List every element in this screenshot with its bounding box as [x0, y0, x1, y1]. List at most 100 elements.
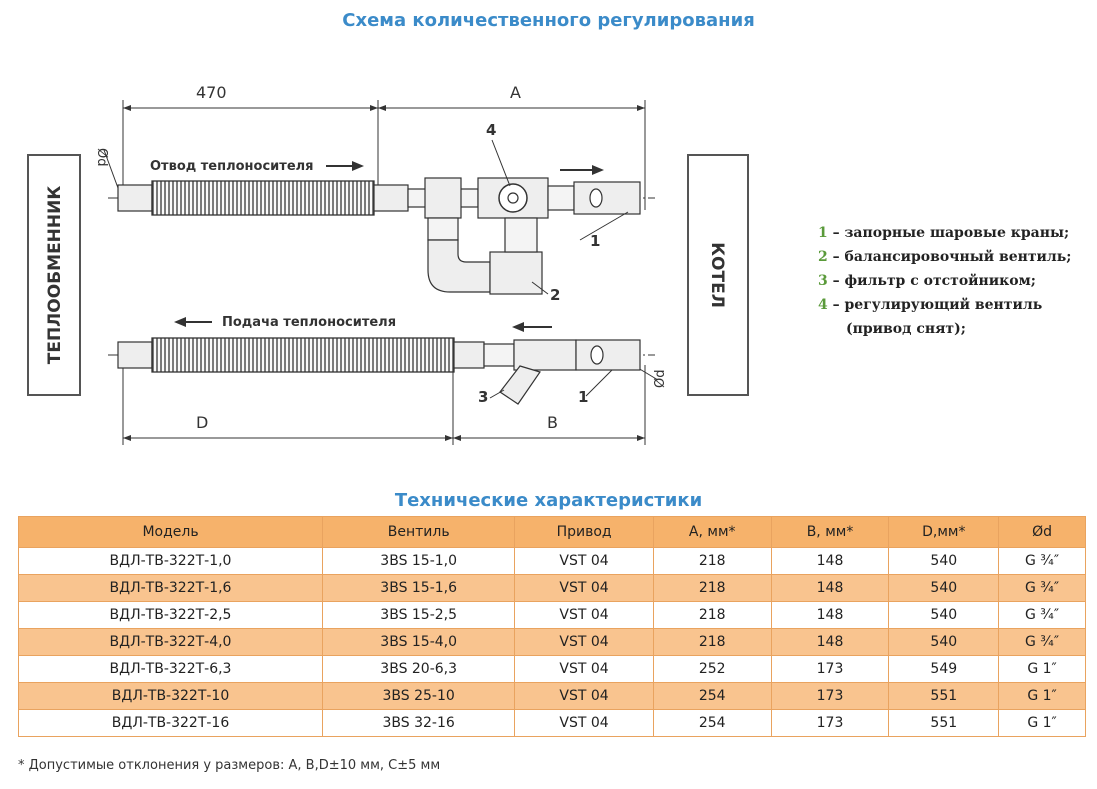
od-bottom-label: Ød — [653, 370, 668, 388]
spec-table: Модель Вентиль Привод A, мм* B, мм* D,мм… — [17, 516, 1086, 737]
cell-drive: VST 04 — [514, 601, 654, 629]
cell-valve: 3BS 15-1,6 — [322, 574, 516, 602]
cell-model: ВДЛ-ТВ-322Т-1,0 — [17, 547, 324, 575]
cell-a: 254 — [652, 709, 772, 737]
legend-item: 3 – фильтр с отстойником; — [818, 273, 1036, 289]
table-row: ВДЛ-ТВ-322Т-4,0 3BS 15-4,0 VST 04 218 14… — [17, 628, 1086, 656]
cell-a: 218 — [652, 547, 772, 575]
table-header-row: Модель Вентиль Привод A, мм* B, мм* D,мм… — [17, 516, 1086, 548]
top-right-fitting — [373, 184, 409, 212]
cell-valve: 3BS 25-10 — [322, 682, 516, 710]
dim-d: D — [196, 413, 208, 432]
component-legend: 1 – запорные шаровые краны; 2 – балансир… — [818, 221, 1071, 341]
cell-valve: 3BS 15-1,0 — [322, 547, 516, 575]
cell-d: 540 — [888, 574, 1000, 602]
cell-od: G ¾″ — [998, 601, 1086, 629]
legend-item: 4 – регулирующий вентиль — [818, 297, 1043, 313]
cell-model: ВДЛ-ТВ-322Т-4,0 — [17, 628, 324, 656]
cell-drive: VST 04 — [514, 655, 654, 683]
table-row: ВДЛ-ТВ-322Т-16 3BS 32-16 VST 04 254 173 … — [17, 709, 1086, 737]
callout-1-bottom: 1 — [578, 388, 588, 406]
col-header-model: Модель — [17, 516, 324, 548]
callout-1-top: 1 — [590, 232, 600, 250]
table-row: ВДЛ-ТВ-322Т-2,5 3BS 15-2,5 VST 04 218 14… — [17, 601, 1086, 629]
balancing-valve — [489, 251, 543, 295]
return-flow-label: Отвод теплоносителя — [150, 159, 314, 174]
cell-b: 173 — [770, 709, 890, 737]
top-ball-valve — [573, 181, 641, 215]
top-corrugated-hose — [151, 180, 375, 216]
cell-a: 254 — [652, 682, 772, 710]
legend-item: 1 – запорные шаровые краны; — [818, 225, 1070, 241]
legend-item: (привод снят); — [846, 321, 966, 337]
cell-model: ВДЛ-ТВ-322Т-10 — [17, 682, 324, 710]
table-row: ВДЛ-ТВ-322Т-1,0 3BS 15-1,0 VST 04 218 14… — [17, 547, 1086, 575]
callout-2: 2 — [550, 286, 560, 304]
dim-470: 470 — [196, 83, 227, 102]
cell-model: ВДЛ-ТВ-322Т-16 — [17, 709, 324, 737]
table-row: ВДЛ-ТВ-322Т-1,6 3BS 15-1,6 VST 04 218 14… — [17, 574, 1086, 602]
bottom-corrugated-hose — [151, 337, 455, 373]
supply-flow-label: Подача теплоносителя — [222, 315, 396, 330]
cell-drive: VST 04 — [514, 709, 654, 737]
cell-od: G ¾″ — [998, 547, 1086, 575]
legend-item: 2 – балансировочный вентиль; — [818, 249, 1072, 265]
cell-drive: VST 04 — [514, 628, 654, 656]
col-header-valve: Вентиль — [322, 516, 516, 548]
cell-valve: 3BS 20-6,3 — [322, 655, 516, 683]
cell-drive: VST 04 — [514, 682, 654, 710]
col-header-d: D,мм* — [888, 516, 1000, 548]
cell-d: 551 — [888, 682, 1000, 710]
tolerance-note: * Допустимые отклонения у размеров: А, В… — [18, 758, 441, 773]
filter-sump — [499, 365, 541, 405]
table-row: ВДЛ-ТВ-322Т-6,3 3BS 20-6,3 VST 04 252 17… — [17, 655, 1086, 683]
col-header-drive: Привод — [514, 516, 654, 548]
cell-drive: VST 04 — [514, 547, 654, 575]
callout-3: 3 — [478, 388, 488, 406]
cell-a: 218 — [652, 574, 772, 602]
cell-b: 148 — [770, 547, 890, 575]
cell-model: ВДЛ-ТВ-322Т-6,3 — [17, 655, 324, 683]
top-tee — [424, 177, 462, 219]
cell-a: 252 — [652, 655, 772, 683]
cell-model: ВДЛ-ТВ-322Т-1,6 — [17, 574, 324, 602]
cell-a: 218 — [652, 601, 772, 629]
scheme-title: Схема количественного регулирования — [342, 10, 755, 31]
cell-valve: 3BS 32-16 — [322, 709, 516, 737]
boiler-box — [687, 154, 749, 396]
bypass-elbow — [427, 239, 491, 293]
dim-a: A — [510, 83, 521, 102]
cell-od: G 1″ — [998, 655, 1086, 683]
filter-body — [513, 339, 577, 371]
cell-valve: 3BS 15-4,0 — [322, 628, 516, 656]
cell-a: 218 — [652, 628, 772, 656]
col-header-b: B, мм* — [770, 516, 890, 548]
cell-model: ВДЛ-ТВ-322Т-2,5 — [17, 601, 324, 629]
cell-od: G ¾″ — [998, 628, 1086, 656]
bottom-ball-valve — [575, 339, 641, 371]
boiler-label: КОТЕЛ — [707, 242, 727, 308]
cell-d: 540 — [888, 547, 1000, 575]
col-header-a: A, мм* — [652, 516, 772, 548]
heat-exchanger-box — [27, 154, 81, 396]
cell-d: 551 — [888, 709, 1000, 737]
bottom-right-fitting — [453, 341, 485, 369]
cell-b: 148 — [770, 601, 890, 629]
tech-title: Технические характеристики — [394, 490, 703, 511]
cell-b: 173 — [770, 682, 890, 710]
cell-d: 549 — [888, 655, 1000, 683]
table-row: ВДЛ-ТВ-322Т-10 3BS 25-10 VST 04 254 173 … — [17, 682, 1086, 710]
cell-od: G ¾″ — [998, 574, 1086, 602]
heat-exchanger-label: ТЕПЛООБМЕННИК — [45, 186, 65, 365]
cell-b: 148 — [770, 628, 890, 656]
bottom-left-fitting — [117, 341, 153, 369]
callout-4: 4 — [486, 121, 496, 139]
cell-valve: 3BS 15-2,5 — [322, 601, 516, 629]
cell-b: 173 — [770, 655, 890, 683]
cell-od: G 1″ — [998, 682, 1086, 710]
cell-b: 148 — [770, 574, 890, 602]
regulation-scheme-diagram: ТЕПЛООБМЕННИК КОТЕЛ 470 A D B Ød Ød — [27, 83, 749, 445]
cell-d: 540 — [888, 628, 1000, 656]
col-header-od: Ød — [998, 516, 1086, 548]
cell-drive: VST 04 — [514, 574, 654, 602]
